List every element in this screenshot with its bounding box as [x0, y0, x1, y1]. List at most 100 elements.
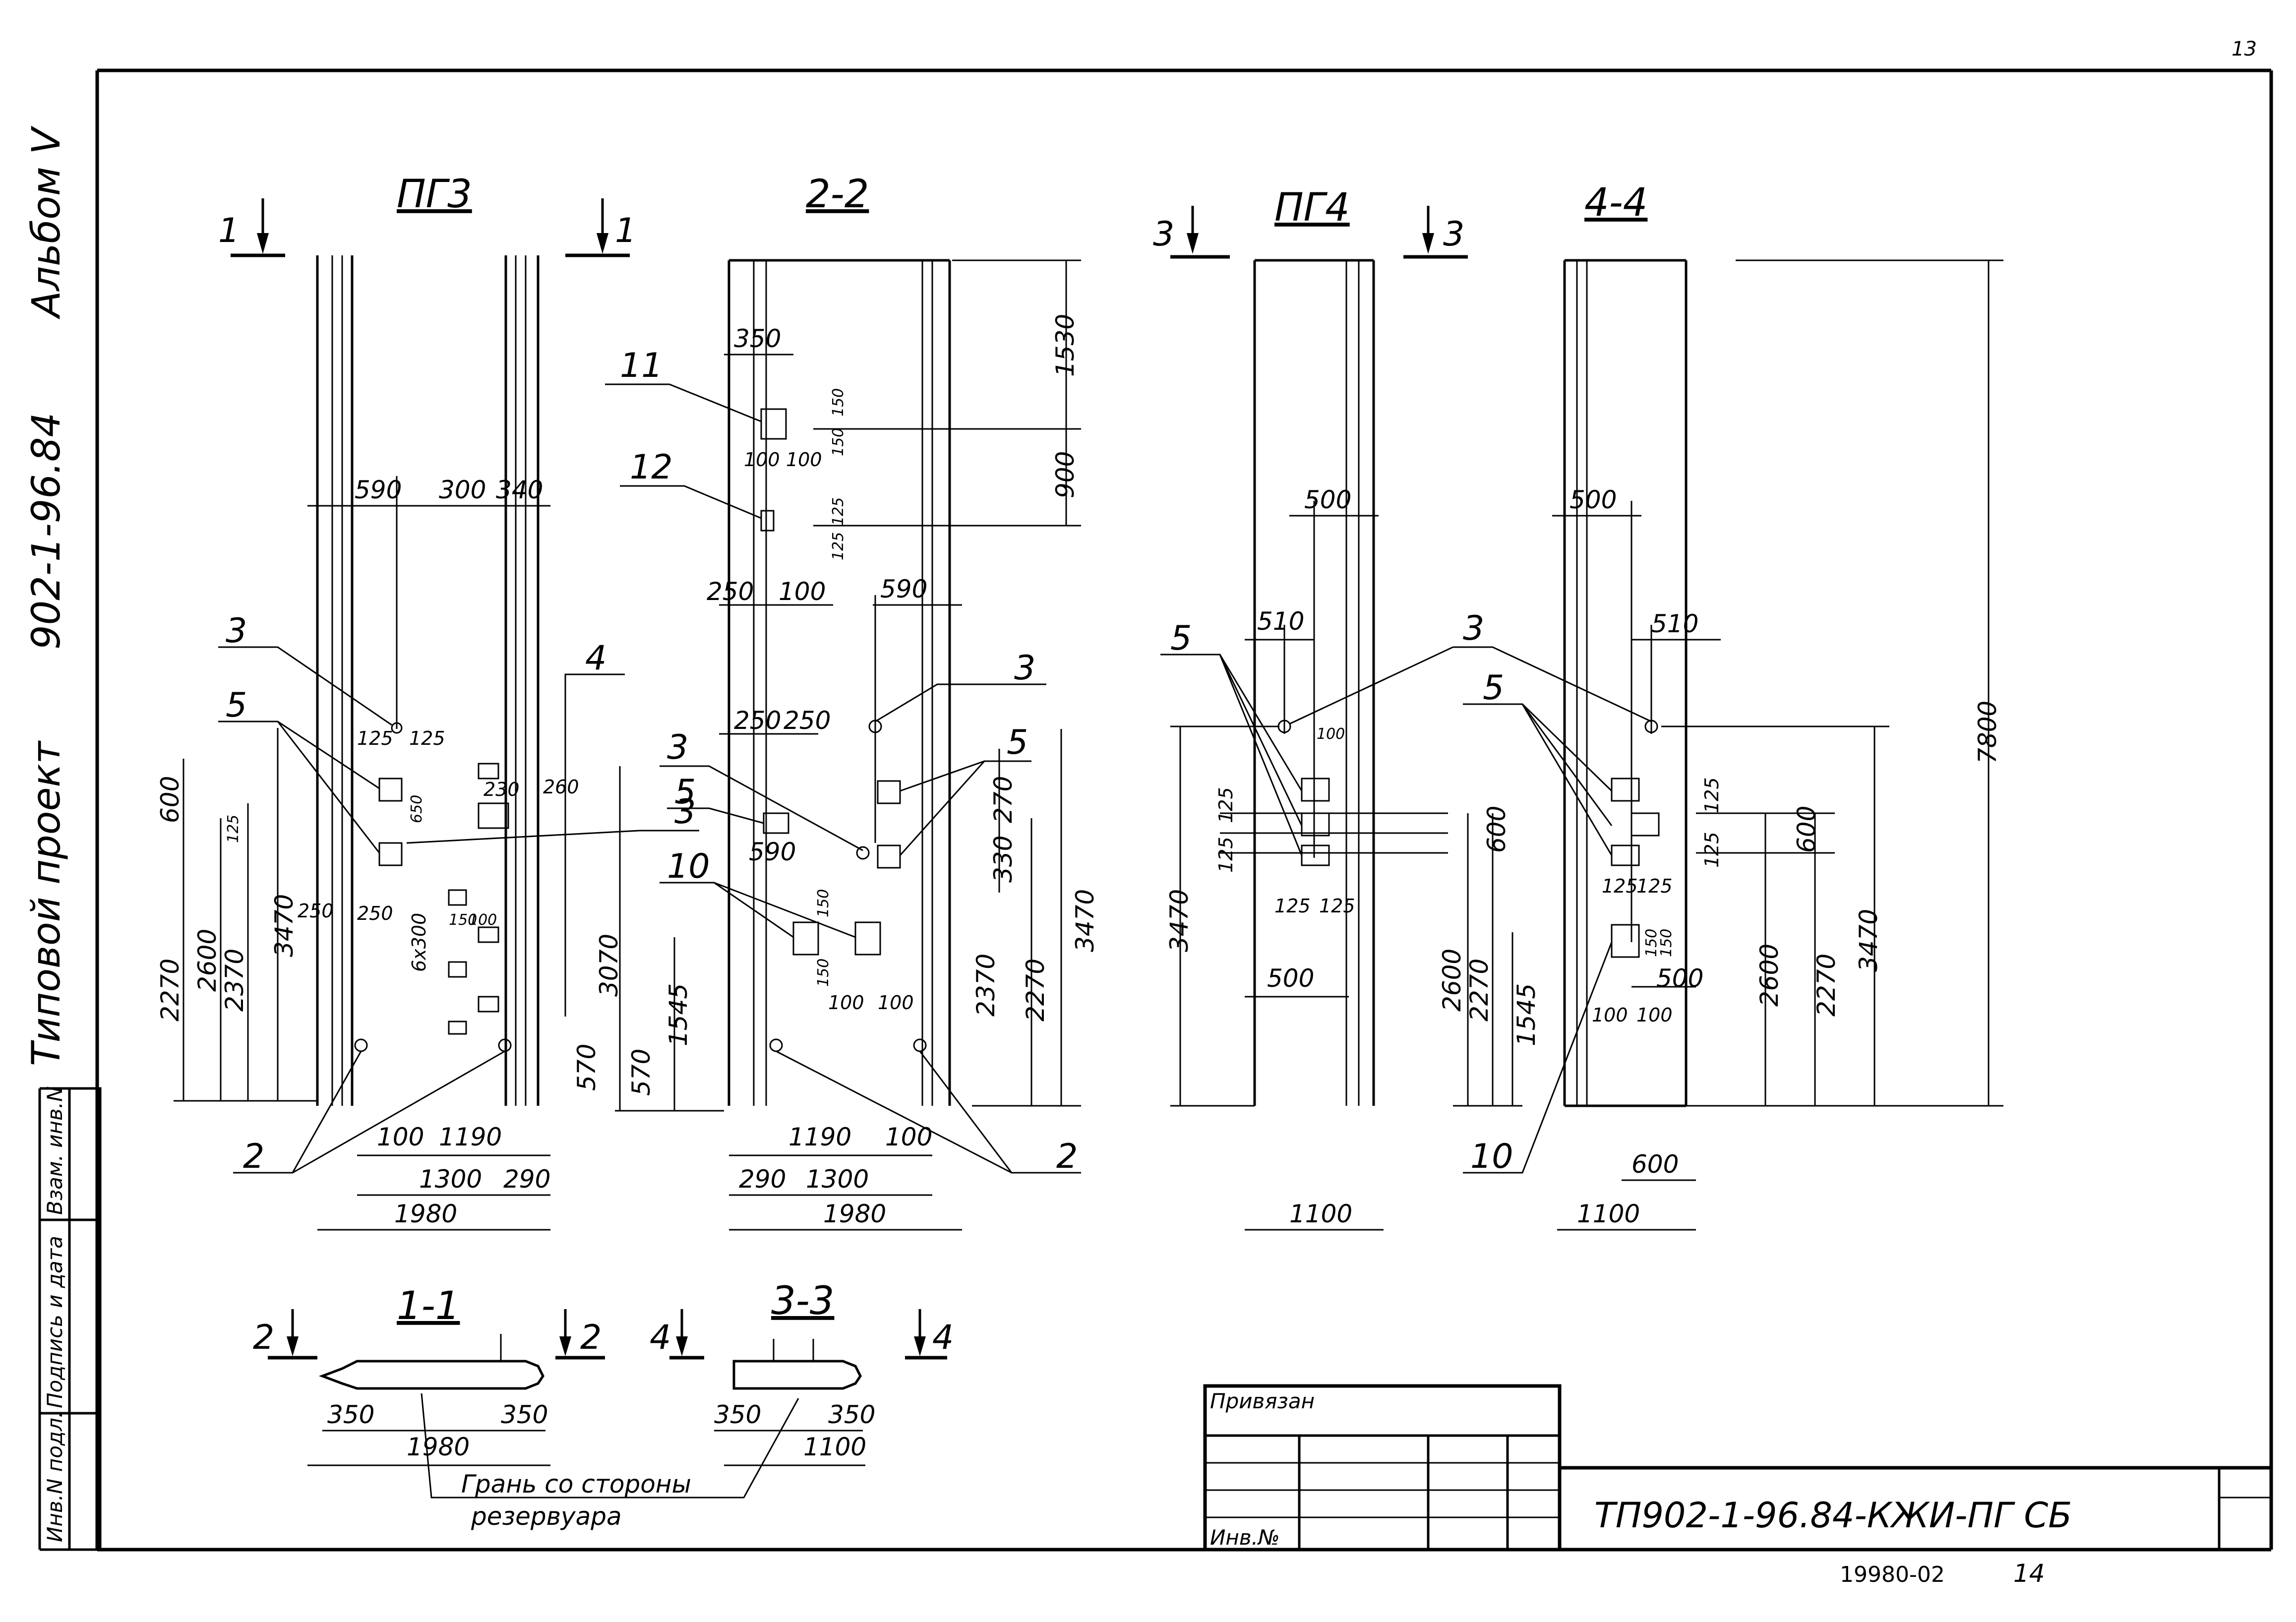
dim-22-250c: 250	[784, 706, 831, 735]
dim-pg3-290: 290	[503, 1165, 550, 1194]
dim-22-250a: 250	[707, 577, 754, 606]
dim-pg3-2270: 2270	[156, 959, 184, 1021]
side-labels: Альбом V 902-1-96.84 Типовой проект	[24, 125, 69, 1066]
mark-22-10: 10	[667, 847, 710, 886]
dim-33-350a: 350	[714, 1400, 761, 1429]
dim-pg4-125c: 125	[1274, 895, 1311, 917]
dim-pg4-600: 600	[1482, 806, 1511, 853]
dim-pg4-125a: 125	[1215, 787, 1237, 823]
mark-pg3-3a: 3	[226, 611, 247, 651]
dim-22-100e: 100	[878, 992, 914, 1014]
sheet-frame	[95, 68, 2273, 1552]
view-title-pg3: ПГ3	[397, 172, 472, 217]
dim-22-3470: 3470	[1071, 889, 1099, 952]
dim-22-150a: 150	[830, 388, 847, 417]
dim-44-600b: 600	[1631, 1150, 1679, 1179]
dim-pg3-6x300: 6x300	[408, 913, 430, 972]
dim-22-270: 270	[989, 776, 1018, 823]
cut-label-2-right: 2	[580, 1318, 602, 1357]
dim-pg3-600: 600	[156, 776, 184, 823]
dim-22-900: 900	[1051, 451, 1080, 498]
mark-pg4-5: 5	[1170, 619, 1192, 658]
dim-44-125d: 125	[1636, 875, 1673, 897]
dim-44-3470: 3470	[1854, 909, 1883, 972]
mark-pg3-2: 2	[243, 1137, 264, 1176]
dim-22-100c: 100	[779, 577, 826, 606]
mark-pg4-3: 3	[1463, 609, 1484, 648]
note-11-line2: резервуара	[471, 1502, 622, 1531]
dim-22-100a: 100	[744, 449, 780, 471]
dim-pg3-125b: 125	[409, 727, 445, 749]
album-label: Альбом V	[24, 125, 69, 320]
cut-label-1-left: 1	[218, 211, 240, 250]
project-type-label: Типовой проект	[24, 740, 69, 1066]
dim-22-2370: 2370	[971, 954, 1000, 1017]
dim-pg4-1100: 1100	[1289, 1200, 1352, 1228]
dim-pg3-250a: 250	[298, 900, 334, 922]
dim-pg3-590: 590	[355, 476, 402, 504]
title-block: Привязан Инв.№ ТП902-1-96.84-КЖИ-ПГ СБ	[1203, 1384, 2271, 1552]
dim-pg3-125a: 125	[357, 727, 393, 749]
dim-pg3-1980: 1980	[394, 1200, 457, 1228]
dim-11-1980: 1980	[407, 1433, 470, 1461]
view-section-1-1: 1-1 2 2 350 350 1980 Грань со стороны ре…	[253, 1284, 799, 1531]
dim-pg3-340: 340	[496, 476, 543, 504]
dim-pg3-250b: 250	[357, 902, 393, 924]
dim-pg4-125d: 125	[1319, 895, 1355, 917]
dim-pg4-2270: 2270	[1465, 959, 1494, 1021]
sheet-number: 14	[2013, 1559, 2045, 1588]
dim-44-2600: 2600	[1755, 944, 1784, 1007]
mark-22-2: 2	[1056, 1137, 1078, 1176]
page-number: 13	[2232, 38, 2257, 60]
dim-22-150d: 150	[815, 959, 832, 987]
mark-pg3-4: 4	[585, 639, 606, 678]
dim-pg3-570: 570	[572, 1044, 601, 1091]
side-stamp: Инв.N подл. Подпись и дата Взам. инв.N	[38, 1086, 102, 1551]
dim-22-1530: 1530	[1051, 314, 1080, 377]
dim-44-125c: 125	[1602, 875, 1638, 897]
dim-pg3-3070: 3070	[595, 934, 623, 997]
dim-44-150b: 150	[1658, 929, 1675, 957]
dim-pg3-300: 300	[439, 476, 486, 504]
view-title-4-4: 4-4	[1584, 180, 1647, 225]
dim-pg4-510: 510	[1257, 607, 1304, 636]
dim-pg4-125b: 125	[1215, 837, 1237, 873]
mark-22-3b: 3	[667, 728, 688, 767]
dim-pg3-2600: 2600	[193, 929, 222, 992]
dim-22-1545: 1545	[664, 983, 693, 1046]
mark-22-5b: 5	[674, 773, 696, 812]
cut-label-3-left: 3	[1153, 215, 1174, 254]
dim-44-500b: 500	[1656, 964, 1703, 993]
dim-pg3-1300: 1300	[419, 1165, 482, 1194]
dim-pg3-1190: 1190	[439, 1123, 502, 1151]
cut-label-2-left: 2	[253, 1318, 274, 1357]
dim-22-2270: 2270	[1021, 959, 1050, 1021]
dim-22-1300: 1300	[806, 1165, 869, 1194]
mark-22-3a: 3	[1014, 649, 1035, 688]
dim-pg3-3470: 3470	[270, 894, 299, 957]
dim-22-150b: 150	[830, 428, 847, 456]
dim-22-125b: 125	[830, 532, 847, 560]
stamp-vzam-inv: Взам. инв.N	[43, 1086, 67, 1215]
mark-pg3-3b: 3	[674, 792, 696, 832]
dim-pg3-2370: 2370	[220, 949, 249, 1012]
mark-44-5: 5	[1483, 668, 1504, 708]
dim-22-125a: 125	[830, 497, 847, 526]
cut-label-4-left: 4	[650, 1318, 671, 1357]
attached-label: Привязан	[1210, 1389, 1315, 1413]
mark-44-10: 10	[1470, 1137, 1513, 1176]
stamp-signature-date: Подпись и дата	[43, 1236, 67, 1408]
dim-22-590b: 590	[749, 838, 796, 866]
dim-pg3-100: 100	[469, 911, 497, 929]
dim-pg4-1545: 1545	[1512, 983, 1541, 1046]
dim-44-100b: 100	[1636, 1004, 1673, 1026]
dim-22-330: 330	[989, 836, 1018, 883]
dim-pg3-125c: 125	[225, 815, 242, 843]
cut-label-1-right: 1	[615, 211, 636, 250]
dim-44-1100: 1100	[1577, 1200, 1640, 1228]
dim-pg3-230: 230	[483, 779, 520, 800]
dim-22-100b: 100	[786, 449, 822, 471]
dim-44-600a: 600	[1792, 806, 1821, 853]
view-title-3-3: 3-3	[771, 1279, 834, 1323]
